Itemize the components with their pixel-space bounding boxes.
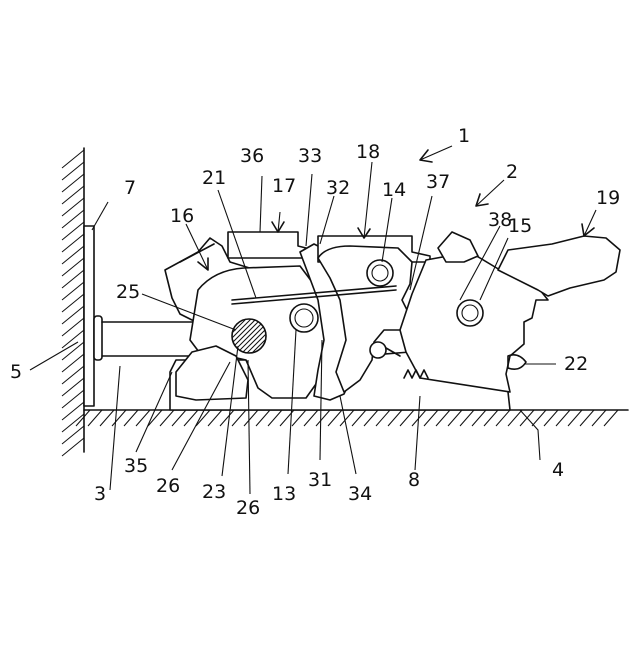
floor-hatch-line [172, 410, 186, 426]
label-38: 38 [488, 209, 512, 231]
floor-hatch-line [124, 410, 138, 426]
floor-hatch-line [208, 410, 222, 426]
floor-hatch-line [88, 410, 102, 426]
label-21: 21 [202, 167, 226, 189]
label-18: 18 [356, 141, 380, 163]
floor-hatch-line [544, 410, 558, 426]
floor-hatch-line [232, 410, 246, 426]
wall [62, 148, 84, 456]
floor-hatching [76, 410, 618, 426]
floor-hatch-line [424, 410, 438, 426]
floor-hatch-line [484, 410, 498, 426]
label-26-b: 26 [236, 497, 260, 519]
floor-hatch-line [592, 410, 606, 426]
pin-14 [367, 260, 393, 286]
floor-hatch-line [448, 410, 462, 426]
floor-hatch-line [568, 410, 582, 426]
label-1: 1 [458, 125, 470, 147]
floor-hatch-line [292, 410, 306, 426]
floor-hatch-line [352, 410, 366, 426]
floor-hatch-line [136, 410, 150, 426]
label-37: 37 [426, 171, 450, 193]
floor-hatch-line [436, 410, 450, 426]
floor-hatch-line [160, 410, 174, 426]
label-5: 5 [10, 361, 22, 383]
floor-hatch-line [304, 410, 318, 426]
label-36: 36 [240, 145, 264, 167]
floor-hatch-line [148, 410, 162, 426]
floor-hatch-line [244, 410, 258, 426]
rod [94, 316, 200, 360]
label-17: 17 [272, 175, 296, 197]
wall-bracket-plate [84, 226, 94, 406]
label-32: 32 [326, 177, 350, 199]
floor-hatch-line [556, 410, 570, 426]
label-34: 34 [348, 483, 372, 505]
label-31: 31 [308, 469, 332, 491]
floor-hatch-line [268, 410, 282, 426]
floor-hatch-line [316, 410, 330, 426]
label-35: 35 [124, 455, 148, 477]
label-33: 33 [298, 145, 322, 167]
label-4: 4 [552, 459, 564, 481]
label-3: 3 [94, 483, 106, 505]
floor-hatch-line [340, 410, 354, 426]
tab-38 [438, 232, 478, 262]
floor-hatch-line [100, 410, 114, 426]
floor-hatch-line [220, 410, 234, 426]
label-16: 16 [170, 205, 194, 227]
label-8: 8 [408, 469, 420, 491]
label-14: 14 [382, 179, 406, 201]
floor-hatch-line [364, 410, 378, 426]
label-23: 23 [202, 481, 226, 503]
floor-hatch-line [508, 410, 522, 426]
floor-hatch-line [112, 410, 126, 426]
label-25: 25 [116, 281, 140, 303]
floor-hatch-line [388, 410, 402, 426]
label-2: 2 [506, 161, 518, 183]
arrow-19 [582, 224, 594, 236]
pin-13 [290, 304, 318, 332]
floor-hatch-line [400, 410, 414, 426]
floor [76, 410, 628, 426]
floor-hatch-line [76, 410, 90, 426]
floor-hatch-line [328, 410, 342, 426]
label-22: 22 [564, 353, 588, 375]
floor-hatch-line [184, 410, 198, 426]
label-7: 7 [124, 177, 136, 199]
hook-22 [508, 355, 526, 369]
wall-hatching [62, 150, 84, 456]
pin-15 [457, 300, 483, 326]
floor-hatch-line [376, 410, 390, 426]
floor-hatch-line [532, 410, 546, 426]
floor-hatch-line [256, 410, 270, 426]
floor-hatch-line [604, 410, 618, 426]
plate-17 [228, 232, 306, 258]
floor-hatch-line [496, 410, 510, 426]
floor-hatch-line [580, 410, 594, 426]
label-26-a: 26 [156, 475, 180, 497]
label-19: 19 [596, 187, 620, 209]
floor-hatch-line [472, 410, 486, 426]
label-13: 13 [272, 483, 296, 505]
floor-hatch-line [460, 410, 474, 426]
